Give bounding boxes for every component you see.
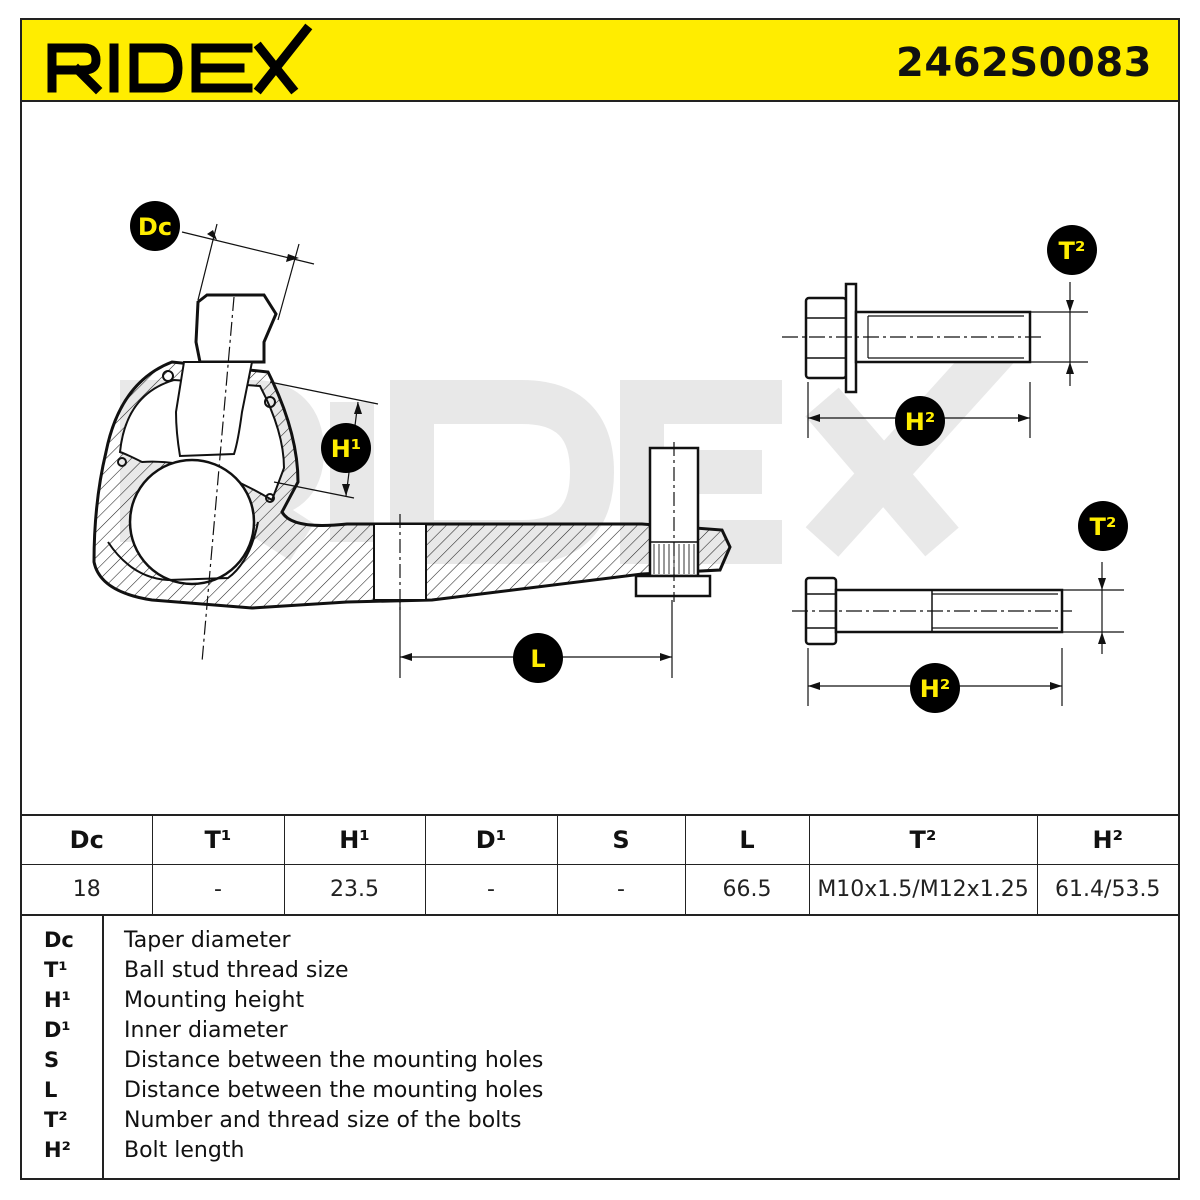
svg-text:H²: H² xyxy=(920,675,951,703)
svg-text:H²: H² xyxy=(905,408,936,436)
t2-bottom-badge: T² xyxy=(1078,501,1128,551)
spec-value: 18 xyxy=(22,864,153,914)
h2-bottom-badge: H² xyxy=(910,663,960,713)
legend-row: T¹ Ball stud thread size xyxy=(22,958,1178,988)
legend-desc: Inner diameter xyxy=(124,1018,288,1043)
spec-header: D¹ xyxy=(425,816,558,865)
legend-desc: Ball stud thread size xyxy=(124,958,349,983)
legend-row: S Distance between the mounting holes xyxy=(22,1048,1178,1078)
legend-code: Dc xyxy=(44,928,74,952)
dc-badge: Dc xyxy=(130,201,180,251)
legend-code: D¹ xyxy=(44,1018,71,1042)
svg-text:L: L xyxy=(530,645,545,673)
svg-text:T²: T² xyxy=(1059,237,1086,265)
spec-header: Dc xyxy=(22,816,153,865)
specs-value-row: 18 - 23.5 - - 66.5 M10x1.5/M12x1.25 61.4… xyxy=(22,864,1178,914)
spec-header: H¹ xyxy=(284,816,426,865)
spec-header: L xyxy=(685,816,810,865)
legend-divider xyxy=(102,916,104,1180)
h1-badge: H¹ xyxy=(321,423,371,473)
drawing-frame: 2462S0083 xyxy=(20,18,1180,1180)
legend-row: Dc Taper diameter xyxy=(22,928,1178,958)
spec-value: - xyxy=(425,864,558,914)
spec-value: 61.4/53.5 xyxy=(1055,877,1161,902)
tie-rod-end xyxy=(92,293,732,663)
svg-text:Dc: Dc xyxy=(138,213,172,241)
legend-code: T¹ xyxy=(44,958,68,982)
ridex-logo xyxy=(47,23,313,95)
svg-text:T²: T² xyxy=(1090,513,1117,541)
legend-code: L xyxy=(44,1078,58,1102)
spec-value: 66.5 xyxy=(685,864,810,914)
spec-header: H² xyxy=(1037,816,1178,865)
legend-row: T² Number and thread size of the bolts xyxy=(22,1108,1178,1138)
flange-bolt xyxy=(782,282,1042,394)
part-number: 2462S0083 xyxy=(896,40,1152,86)
spec-value: - xyxy=(152,864,285,914)
spec-header: S xyxy=(557,816,686,865)
legend-desc: Bolt length xyxy=(124,1138,245,1163)
legend-row: L Distance between the mounting holes xyxy=(22,1078,1178,1108)
legend-desc: Number and thread size of the bolts xyxy=(124,1108,522,1133)
h2-top-badge: H² xyxy=(895,396,945,446)
legend-row: H¹ Mounting height xyxy=(22,988,1178,1018)
spec-header: T² xyxy=(809,816,1038,865)
legend-row: D¹ Inner diameter xyxy=(22,1018,1178,1048)
legend-desc: Distance between the mounting holes xyxy=(124,1078,544,1103)
legend-code: T² xyxy=(44,1108,68,1132)
legend: Dc Taper diameter T¹ Ball stud thread si… xyxy=(22,916,1178,1180)
legend-desc: Taper diameter xyxy=(124,928,291,953)
header-bar: 2462S0083 xyxy=(22,20,1178,102)
specs-table: Dc T¹ H¹ D¹ S L T² H² 18 - 23.5 - - 66 xyxy=(22,814,1178,916)
svg-text:H¹: H¹ xyxy=(331,435,362,463)
technical-drawing: Dc H¹ L T² H² T² H² xyxy=(92,201,1128,713)
legend-desc: Mounting height xyxy=(124,988,305,1013)
spec-value: - xyxy=(557,864,686,914)
spec-value: 23.5 xyxy=(284,864,426,914)
spec-header: T¹ xyxy=(152,816,285,865)
l-badge: L xyxy=(513,633,563,683)
specs-header-row: Dc T¹ H¹ D¹ S L T² H² xyxy=(22,816,1178,865)
legend-code: H¹ xyxy=(44,988,71,1012)
legend-row: H² Bolt length xyxy=(22,1138,1178,1168)
legend-desc: Distance between the mounting holes xyxy=(124,1048,544,1073)
legend-code: H² xyxy=(44,1138,71,1162)
spec-value: M10x1.5/M12x1.25 xyxy=(809,864,1038,914)
hex-bolt xyxy=(792,576,1072,646)
legend-code: S xyxy=(44,1048,60,1072)
t2-top-badge: T² xyxy=(1047,225,1097,275)
